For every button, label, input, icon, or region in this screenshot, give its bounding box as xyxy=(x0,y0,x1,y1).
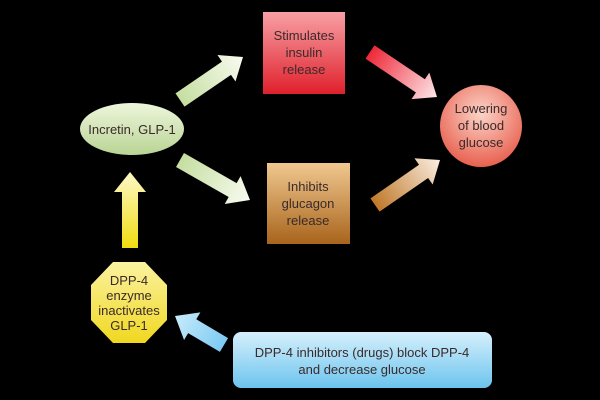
arrow-incretin-to-insulin xyxy=(175,55,244,107)
insulin-box xyxy=(263,12,345,94)
inhibitors-box xyxy=(233,332,492,388)
glucagon-label-line-2: glucagon xyxy=(282,196,335,211)
arrow-glucagon-to-glucose xyxy=(370,158,440,212)
dpp4-label-line-2: enzyme xyxy=(106,288,152,303)
node-dpp4: DPP-4 enzyme inactivates GLP-1 xyxy=(91,262,167,343)
glucose-label-line-2: of blood xyxy=(458,118,504,133)
dpp4-label-line-3: inactivates xyxy=(98,303,160,318)
dpp4-label-line-4: GLP-1 xyxy=(110,318,148,333)
arrow-insulin-to-glucose xyxy=(365,45,438,100)
node-incretin: Incretin, GLP-1 xyxy=(80,103,184,155)
dpp4-label-line-1: DPP-4 xyxy=(110,273,148,288)
glucose-label-line-3: glucose xyxy=(459,135,504,150)
dpp4-octagon xyxy=(91,262,167,343)
incretin-ellipse xyxy=(80,103,184,155)
inhibitors-label-line-2: and decrease glucose xyxy=(298,362,425,377)
incretin-label: Incretin, GLP-1 xyxy=(88,122,175,137)
inhibitors-label-line-1: DPP-4 inhibitors (drugs) block DPP-4 xyxy=(255,345,470,360)
arrow-inhibitors-to-dpp4 xyxy=(174,312,229,352)
node-inhibitors: DPP-4 inhibitors (drugs) block DPP-4 and… xyxy=(233,332,492,388)
glucagon-box xyxy=(267,163,350,244)
glucagon-label-line-3: release xyxy=(287,213,330,228)
arrow-dpp4-to-incretin xyxy=(114,172,146,248)
node-insulin: Stimulates insulin release xyxy=(263,12,345,94)
insulin-label-line-1: Stimulates xyxy=(274,28,335,43)
node-glucose: Lowering of blood glucose xyxy=(440,85,522,167)
glucagon-label-line-1: Inhibits xyxy=(287,179,329,194)
insulin-label-line-3: release xyxy=(283,62,326,77)
insulin-label-line-2: insulin xyxy=(286,45,323,60)
arrow-incretin-to-glucagon xyxy=(176,153,250,204)
glucose-label-line-1: Lowering xyxy=(455,101,508,116)
node-glucagon: Inhibits glucagon release xyxy=(267,163,350,244)
glucose-circle xyxy=(440,85,522,167)
